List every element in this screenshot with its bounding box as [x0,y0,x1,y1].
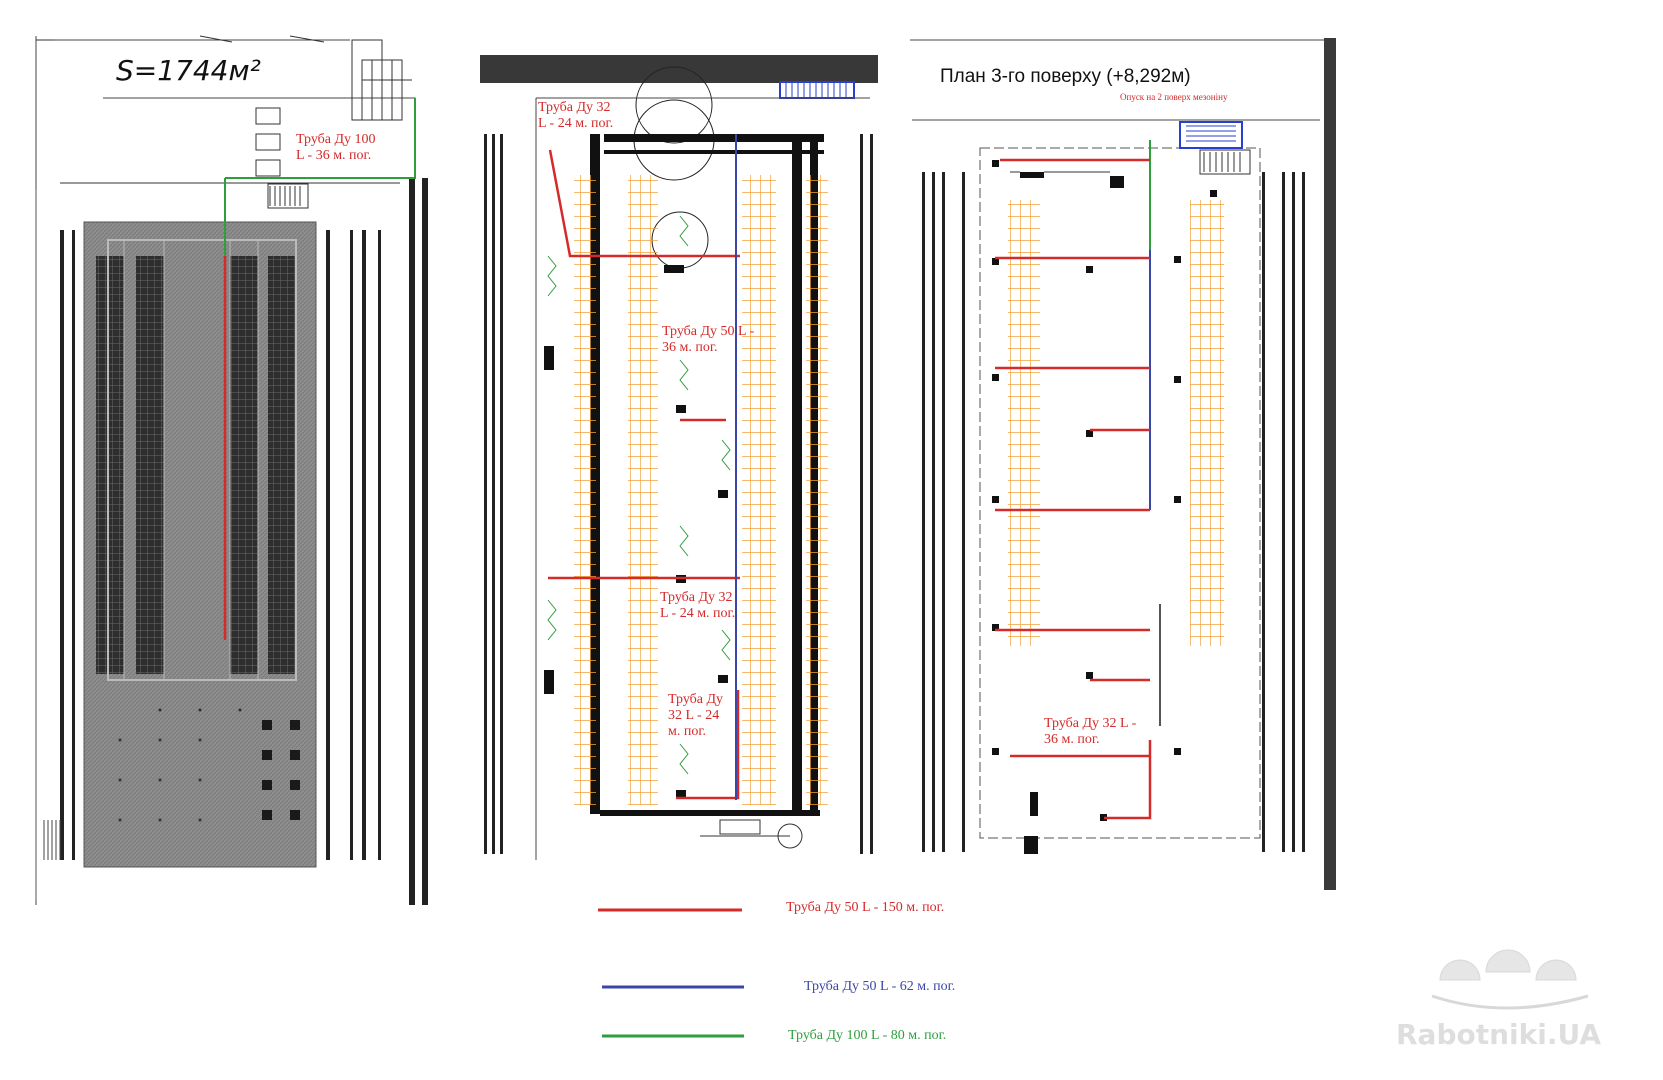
watermark-text: Rabotniki.UA [1396,1018,1602,1051]
middle-pipe-annotation-2: Труба Ду 50 L - 36 м. пог. [662,324,755,355]
watermark-helmet-icon [1431,949,1589,1010]
right-pipe-annotation: Труба Ду 32 L - 36 м. пог. [1044,716,1137,747]
middle-red-pipes [548,149,740,800]
green-pipe-left [225,98,416,179]
legend-label-blue: Труба Ду 50 L - 62 м. пог. [804,979,956,994]
middle-pipe-annotation-3: Труба Ду 32 L - 24 м. пог. [660,590,736,621]
right-floor-plan [910,38,1336,890]
plan-title: План 3-го поверху (+8,292м) [940,66,1191,87]
legend-swatches [598,908,744,1038]
right-red-pipes [995,158,1152,820]
left-pipe-annotation: Труба Ду 100 L - 36 м. пог. [296,132,376,163]
legend-label-red: Труба Ду 50 L - 150 м. пог. [786,900,945,915]
left-floor-plan [35,35,428,905]
legend-label-green: Труба Ду 100 L - 80 м. пог. [788,1028,947,1043]
middle-floor-plan [480,55,878,860]
middle-pipe-annotation-4: Труба Ду 32 L - 24 м. пог. [668,692,724,739]
middle-pipe-annotation-1: Труба Ду 32 L - 24 м. пог. [538,100,614,131]
plan-note: Опуск на 2 поверх мезоніну [1120,92,1228,102]
area-label: S=1744м² [116,54,261,87]
